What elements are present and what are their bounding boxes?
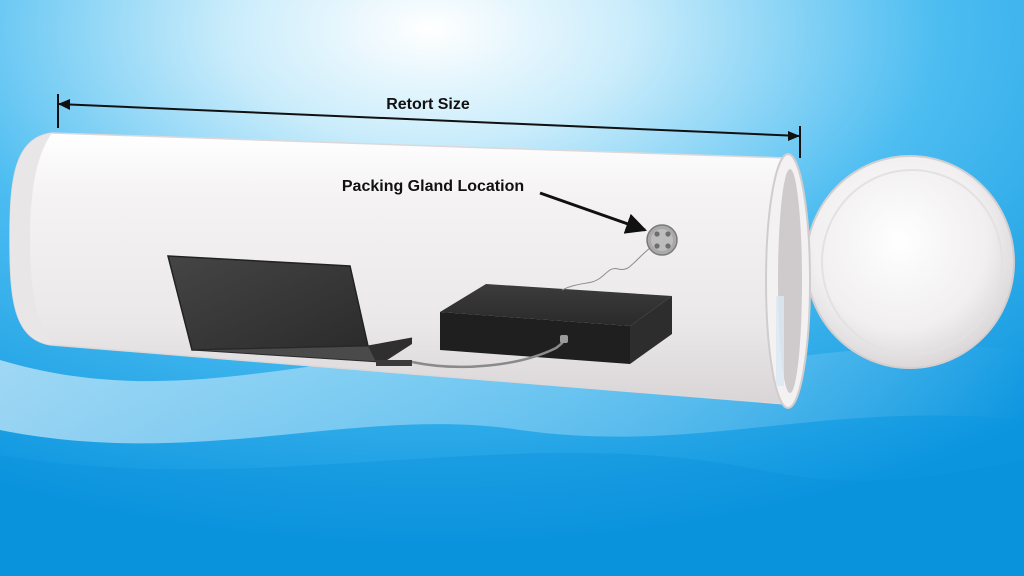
retort-size-dimension xyxy=(57,94,801,158)
packing-gland-label: Packing Gland Location xyxy=(342,178,524,195)
data-logger-box-icon xyxy=(440,284,672,364)
box-front xyxy=(440,312,630,364)
packing-gland-arrow xyxy=(539,191,647,234)
retort-door xyxy=(805,155,1015,369)
laptop-icon xyxy=(167,255,413,366)
box-top xyxy=(440,284,672,326)
thermocouple-wire xyxy=(561,247,651,291)
packing-gland-icon xyxy=(646,224,678,256)
retort-inner-rail xyxy=(776,296,784,386)
retort-size-label: Retort Size xyxy=(386,96,470,113)
cable xyxy=(411,339,566,369)
box-side xyxy=(630,296,672,364)
laptop-screen xyxy=(167,255,369,351)
background-swoosh-2 xyxy=(0,452,1024,576)
